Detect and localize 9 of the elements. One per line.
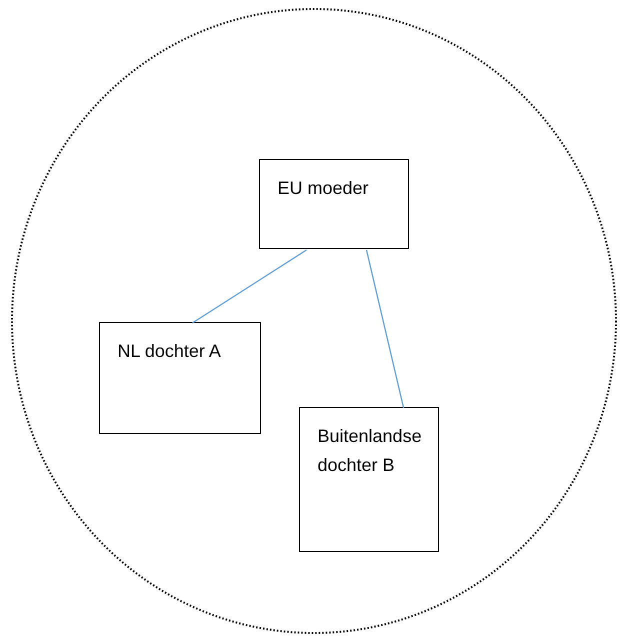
entity-name: EU moeder xyxy=(278,176,370,200)
entity-box xyxy=(298,406,438,552)
connector-line xyxy=(366,250,404,408)
connector-line xyxy=(192,250,307,324)
entity-name: NL dochter A xyxy=(118,340,222,362)
dotted-circle xyxy=(10,7,618,635)
entity-name: Buitenlandse dochter B xyxy=(318,424,423,476)
entity-box xyxy=(98,322,260,434)
entity-box xyxy=(258,158,408,248)
